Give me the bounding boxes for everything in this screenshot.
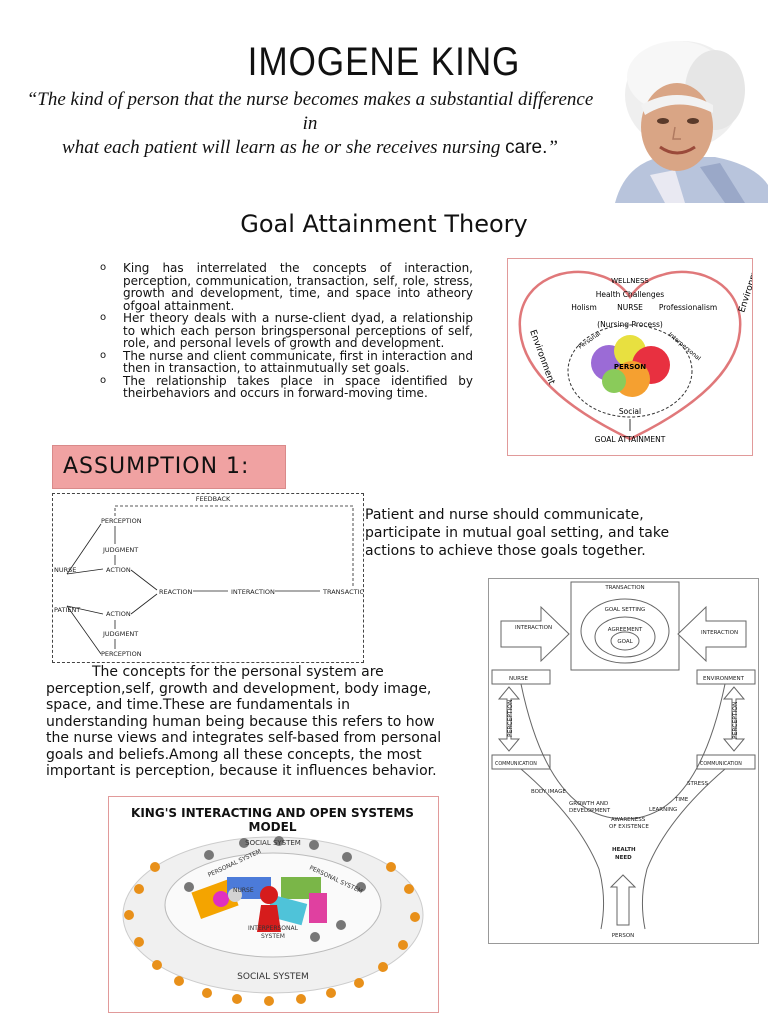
interaction-flow-diagram: FEEDBACK PERCEPTION JUDGMENT ACTION NURS…: [52, 493, 364, 663]
agreement-label: AGREEMENT: [608, 627, 643, 633]
quote: “The kind of person that the nurse becom…: [20, 88, 600, 160]
interpersonal-label: INTERPERSONAL: [248, 925, 299, 932]
goal-attainment-label: GOAL ATTAINMENT: [595, 435, 666, 444]
social-system-bottom-label: SOCIAL SYSTEM: [237, 972, 309, 982]
nurse-label: NURSE: [54, 566, 76, 574]
communication-right-label: COMMUNICATION: [700, 761, 742, 767]
nurse-label: NURSE: [509, 676, 528, 682]
bullet-item: Her theory deals with a nurse-client dya…: [98, 312, 473, 350]
judgment-bottom-label: JUDGMENT: [102, 630, 138, 638]
wellness-label: WELLNESS: [611, 277, 649, 285]
quote-line-2: what each patient will learn as he or sh…: [20, 136, 600, 160]
quote-care: care.: [505, 137, 548, 158]
holism-label: Holism: [571, 303, 597, 312]
bullet-item: King has interrelated the concepts of in…: [98, 262, 473, 312]
communication-left-label: COMMUNICATION: [495, 761, 537, 767]
nurse-label: NURSE: [617, 303, 643, 312]
section-title: Goal Attainment Theory: [240, 210, 528, 238]
body-image-label: BODY IMAGE: [531, 789, 566, 795]
system-label: SYSTEM: [261, 933, 285, 940]
bullet-item: The nurse and client communicate, first …: [98, 349, 473, 375]
nursing-process-label: (Nursing Process): [597, 320, 663, 329]
person-label: PERSON: [614, 363, 646, 371]
assumption-box: ASSUMPTION 1:: [52, 445, 286, 489]
judgment-top-label: JUDGMENT: [102, 546, 138, 554]
nurse-label: NURSE: [233, 887, 254, 894]
transaction-label: TRANSACTION: [322, 588, 364, 596]
goal-label: GOAL: [617, 639, 633, 645]
feedback-label: FEEDBACK: [196, 495, 231, 503]
portrait-image: [605, 35, 768, 203]
health-label: HEALTH: [612, 847, 636, 853]
development-label: DEVELOPMENT: [569, 808, 611, 814]
interpersonal-label: Interpersonal: [667, 331, 702, 362]
social-label: Social: [619, 407, 641, 416]
perception-bottom-label: PERCEPTION: [101, 650, 142, 658]
growth-label: GROWTH AND: [569, 801, 608, 807]
concepts-paragraph: The concepts for the personal system are…: [46, 664, 442, 779]
bullet-item: The relationship takes place in space id…: [98, 374, 473, 400]
environment-right-label: Environment: [737, 258, 753, 314]
assumption-text: Patient and nurse should communicate, pa…: [365, 507, 670, 559]
awareness-label: AWARENESS: [611, 817, 646, 823]
goal-attainment-diagram: WELLNESS Health Challenges Holism NURSE …: [507, 258, 753, 456]
perception-top-label: PERCEPTION: [101, 517, 142, 525]
page-title: IMOGENE KING: [247, 40, 521, 84]
quote-line-1: “The kind of person that the nurse becom…: [26, 89, 594, 134]
kings-model-title: KING'S INTERACTING AND OPEN SYSTEMS MODE…: [131, 806, 414, 834]
patient-label: PATIENT: [54, 606, 80, 614]
perception-right-label: PERCEPTION: [732, 701, 739, 739]
professionalism-label: Professionalism: [659, 303, 717, 312]
transaction-label: TRANSACTION: [604, 585, 644, 591]
environment-label: ENVIRONMENT: [703, 676, 745, 682]
goal-setting-label: GOAL SETTING: [605, 607, 646, 613]
quote-end: ”: [547, 137, 558, 158]
need-label: NEED: [615, 855, 632, 861]
reaction-label: REACTION: [159, 588, 192, 596]
learning-label: LEARNING: [649, 807, 677, 813]
action-top-label: ACTION: [106, 566, 131, 574]
assumption-label: ASSUMPTION 1:: [63, 454, 250, 479]
bullet-list: King has interrelated the concepts of in…: [98, 262, 473, 400]
person-label: PERSON: [612, 933, 635, 939]
of-existence-label: OF EXISTENCE: [609, 824, 649, 830]
interaction-right-label: INTERACTION: [701, 630, 738, 636]
kings-model-image: SOCIAL SYSTEM PERSONAL SYSTEM PERSONAL S…: [108, 796, 439, 1013]
interaction-left-label: INTERACTION: [515, 625, 552, 631]
time-label: TIME: [674, 797, 689, 803]
quote-line-2-text: what each patient will learn as he or sh…: [62, 137, 506, 158]
heart-outline: [518, 270, 742, 441]
action-bottom-label: ACTION: [106, 610, 131, 618]
perception-left-label: PERCEPTION: [507, 699, 514, 737]
open-system-diagram: TRANSACTION GOAL SETTING AGREEMENT GOAL …: [488, 578, 759, 944]
health-challenges-label: Health Challenges: [596, 290, 665, 299]
stress-label: STRESS: [687, 781, 709, 787]
mobility-circle: [602, 369, 626, 393]
personal-label: Personal: [577, 330, 602, 351]
social-system-top-label: SOCIAL SYSTEM: [245, 839, 301, 847]
interaction-label: INTERACTION: [231, 588, 275, 596]
